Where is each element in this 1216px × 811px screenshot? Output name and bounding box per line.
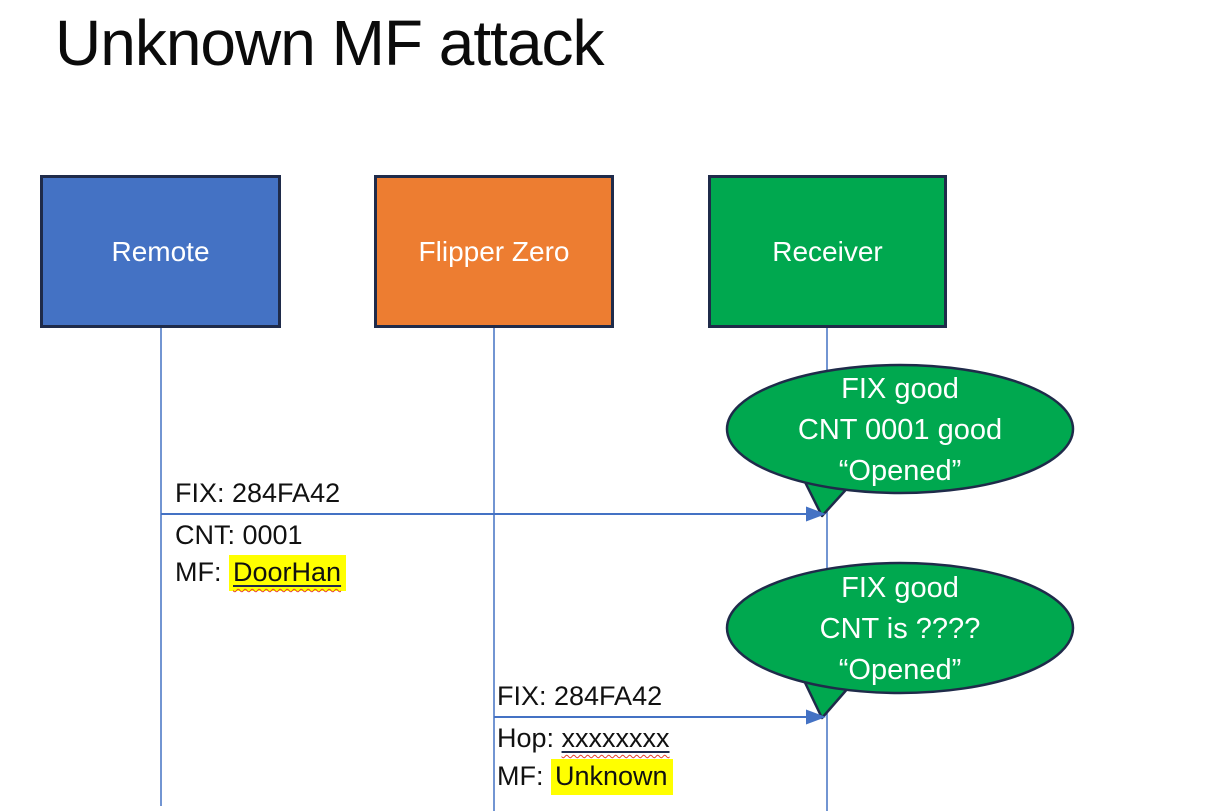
message-2-mf-label: MF: Unknown: [497, 759, 673, 795]
message-arrow-1-arrowhead-icon: [806, 506, 826, 522]
message-arrow-2-arrowhead-icon: [806, 709, 826, 725]
message-arrow-2: [494, 709, 826, 725]
message-1-mf-value: DoorHan: [233, 557, 342, 587]
message-arrow-1: [161, 506, 826, 522]
actor-label-remote: Remote: [111, 235, 210, 267]
message-2-mf-value: Unknown: [555, 761, 668, 791]
message-2-hop-prefix: Hop:: [497, 723, 562, 753]
message-2-mf-value-highlight: Unknown: [551, 759, 673, 795]
callout-2-text: FIX good CNT is ???? “Opened”: [727, 568, 1073, 691]
message-2-fix-label: FIX: 284FA42: [497, 681, 663, 711]
callout-1-line-3: “Opened”: [838, 455, 962, 487]
message-2-hop-value: xxxxxxxx: [561, 723, 670, 753]
bubble-ellipse-1: [725, 363, 1075, 495]
message-2-hop-value-squiggle: xxxxxxxx: [562, 723, 670, 753]
callout-1-line-1: FIX good: [841, 373, 959, 405]
callout-2-line-1: FIX good: [841, 572, 959, 604]
speech-bubble-2: [725, 561, 1075, 720]
callout-1-line-2: CNT 0001 good: [797, 414, 1003, 446]
message-2-hop-label: Hop: xxxxxxxx: [497, 722, 670, 755]
actor-box-remote: Remote: [40, 175, 281, 328]
slide-title: Unknown MF attack: [55, 7, 605, 79]
actor-label-receiver: Receiver: [772, 235, 883, 267]
bubble-ellipse-2: [725, 561, 1075, 695]
message-2-mf-prefix: MF:: [497, 761, 551, 791]
actor-label-flipper-zero: Flipper Zero: [418, 235, 570, 267]
speech-bubble-1: [725, 363, 1075, 518]
message-1-mf-label: MF: DoorHan: [175, 555, 347, 591]
message-1-cnt-label: CNT: 0001: [175, 520, 303, 550]
actor-box-receiver: Receiver: [708, 175, 947, 328]
message-1-mf-value-highlight: DoorHan: [229, 555, 347, 591]
callout-2-line-2: CNT is ????: [819, 613, 981, 645]
message-1-fix-label: FIX: 284FA42: [175, 478, 341, 508]
message-1-mf-prefix: MF:: [175, 557, 229, 587]
message-1-mf-value-squiggle: DoorHan: [233, 557, 341, 587]
actor-box-flipper-zero: Flipper Zero: [374, 175, 614, 328]
callout-2-line-3: “Opened”: [838, 654, 962, 686]
callout-1-text: FIX good CNT 0001 good “Opened”: [727, 369, 1073, 492]
